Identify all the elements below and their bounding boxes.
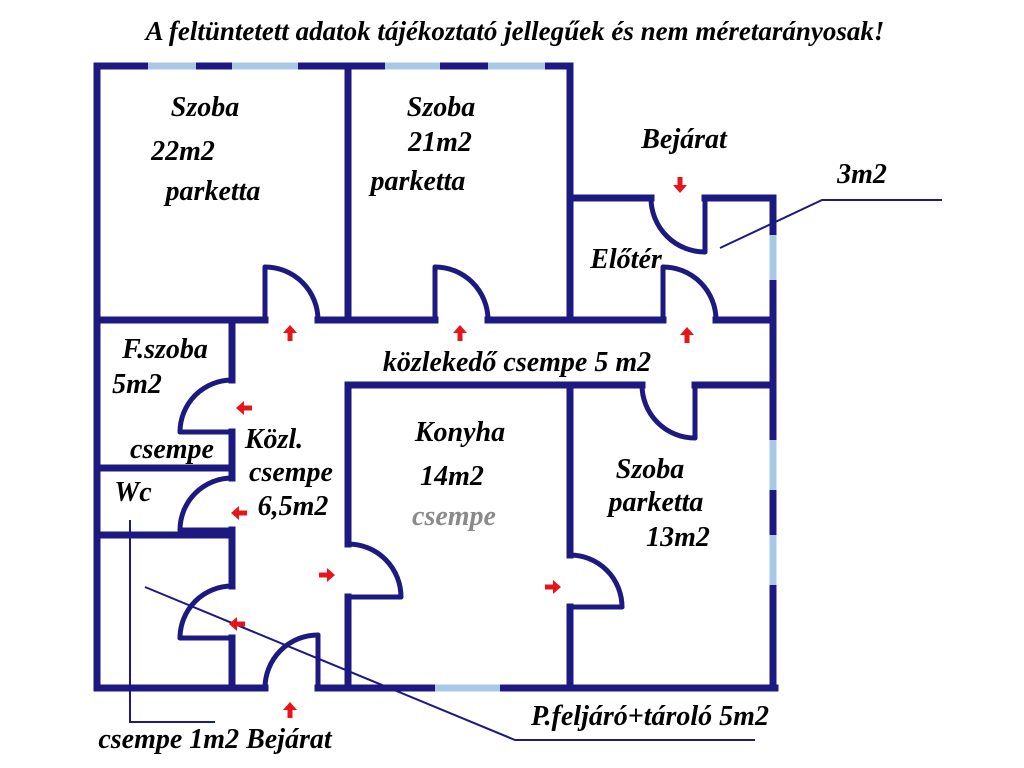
room-floor: parketta [369,166,466,197]
room-label-pantry: F.szoba 5m2 csempe [112,334,214,465]
door-main-entrance [648,195,708,255]
room-label-szoba-22: Szoba 22m2 parketta [150,92,260,207]
arrow-up-icon [453,325,467,341]
room-area: 5m2 [112,369,162,400]
leader-line-hall [719,199,942,249]
door-kitchen-room-13 [567,552,625,610]
arrow-up-icon [680,327,694,343]
room-area: 3m2 [836,159,887,190]
arrow-right-icon [545,580,561,594]
room-area: 21m2 [407,127,472,158]
door-room-13 [639,382,698,441]
room-name: Szoba [407,92,475,123]
room-label-corridor-main: közlekedő csempe 5 m2 [383,347,651,378]
door-pantry [177,377,235,435]
room-name: Közl. [244,424,303,455]
room-label-szoba-21: Szoba 21m2 parketta [369,92,476,197]
windows [148,62,777,692]
room-name: Előtér [589,244,663,275]
arrow-left-icon [231,506,247,520]
room-floor: csempe [249,457,333,488]
arrow-up-icon [283,325,297,341]
room-label-szoba-13: Szoba parketta 13m2 [607,454,710,553]
main-entrance-label: Bejárat [640,124,728,155]
room-floor: parketta [164,176,261,207]
door-hall-inner [660,264,719,323]
leader-line-porch [144,586,755,741]
door-wc [177,475,235,533]
doors [177,195,719,691]
direction-arrows [229,177,694,718]
room-label-corridor-left: Közl. csempe 6,5m2 [244,424,333,522]
door-room-21 [432,264,491,323]
room-name: Konyha [414,417,505,448]
room-name: Szoba [616,454,684,485]
door-storage [177,583,235,641]
room-area: 22m2 [150,136,215,167]
room-label-wc: Wc [114,477,152,508]
room-area: 13m2 [646,522,710,553]
room-area: 6,5m2 [258,491,329,522]
room-name: F.szoba [121,334,208,365]
door-kitchen [345,541,404,600]
leader-lines [129,199,942,741]
room-area: 14m2 [420,461,484,492]
room-floor: parketta [607,487,704,518]
room-label-kitchen: Konyha 14m2 csempe [412,417,505,532]
walls [93,62,779,692]
leader-line-wc [129,520,215,723]
door-room-22 [262,264,321,323]
callout-wc-entrance: csempe 1m2 Bejárat [98,724,333,755]
arrow-left-icon [229,617,245,631]
arrow-up-icon [283,702,297,718]
room-name: Szoba [171,92,239,123]
room-label-hall: Előtér 3m2 [589,159,887,275]
disclaimer-notice: A feltüntetett adatok tájékoztató jelleg… [144,16,885,46]
arrow-down-icon [673,177,687,193]
door-side-entrance [262,632,321,691]
callout-porch-storage: P.feljáró+tároló 5m2 [530,701,769,732]
room-floor: csempe [130,434,214,465]
arrow-right-icon [319,568,335,582]
room-floor: csempe [412,501,496,532]
arrow-left-icon [236,401,252,415]
